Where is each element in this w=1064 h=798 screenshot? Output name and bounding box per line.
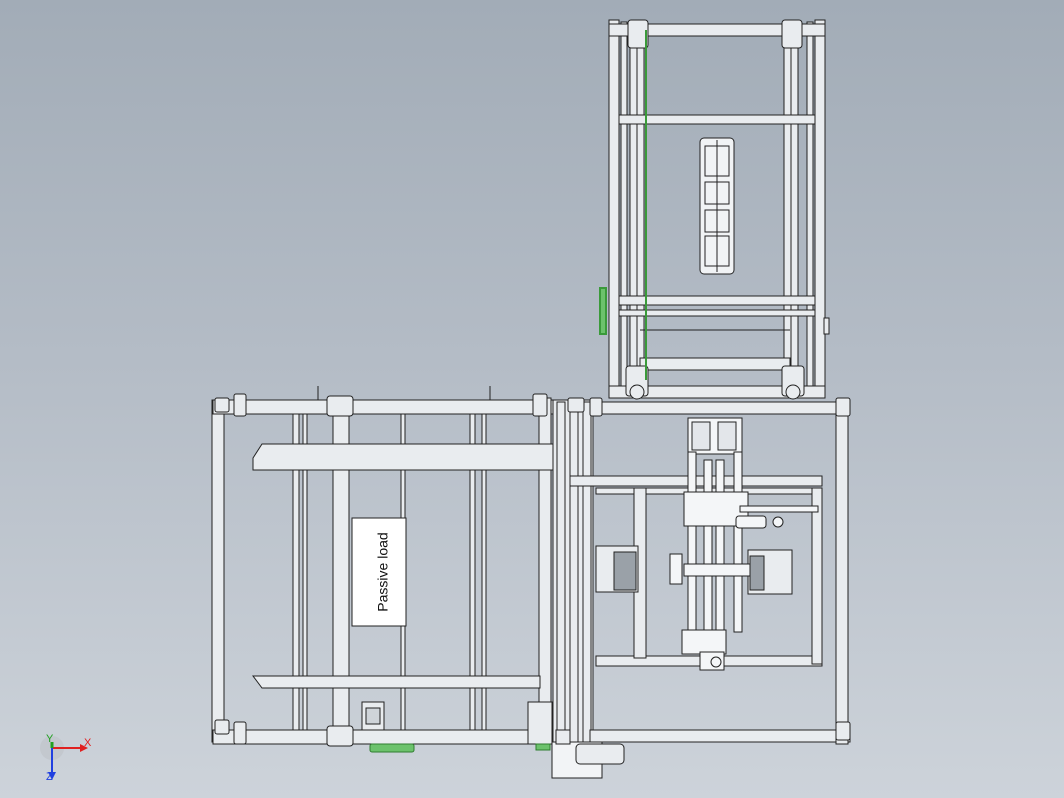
load-frame-top-beam: [212, 399, 554, 415]
tower-belt: [599, 30, 647, 380]
passive-load-block: Passive load: [351, 517, 407, 627]
cable-chain: [699, 137, 735, 275]
z-axis-label: Z: [46, 771, 53, 783]
lower-guide-plate: [252, 675, 541, 689]
tower-cross-beam-1: [618, 114, 816, 125]
drive-frame-right-post: [835, 399, 849, 745]
upper-tower-frame: [608, 19, 830, 400]
tower-cross-beam-2: [618, 295, 816, 306]
drive-frame: [551, 397, 851, 779]
load-frame-bottom-beam: [212, 729, 554, 745]
tower-bottom-beam: [608, 385, 826, 399]
load-frame-left-post: [211, 399, 225, 743]
x-axis-label: X: [84, 737, 92, 749]
tower-top-beam: [608, 23, 826, 37]
axis-triad: X Y Z: [40, 733, 92, 783]
drive-frame-top-beam: [589, 401, 851, 415]
tower-left-post: [608, 19, 620, 399]
upper-guide-plate: [252, 443, 554, 471]
y-axis-label: Y: [46, 733, 54, 745]
tower-right-post: [814, 19, 826, 399]
gantry-mechanism: [669, 417, 819, 671]
tower-roller: [639, 357, 791, 371]
load-frame-green-parts: [369, 743, 551, 753]
drive-frame-bottom-beam: [589, 729, 851, 743]
passive-load-label: Passive load: [375, 532, 391, 611]
